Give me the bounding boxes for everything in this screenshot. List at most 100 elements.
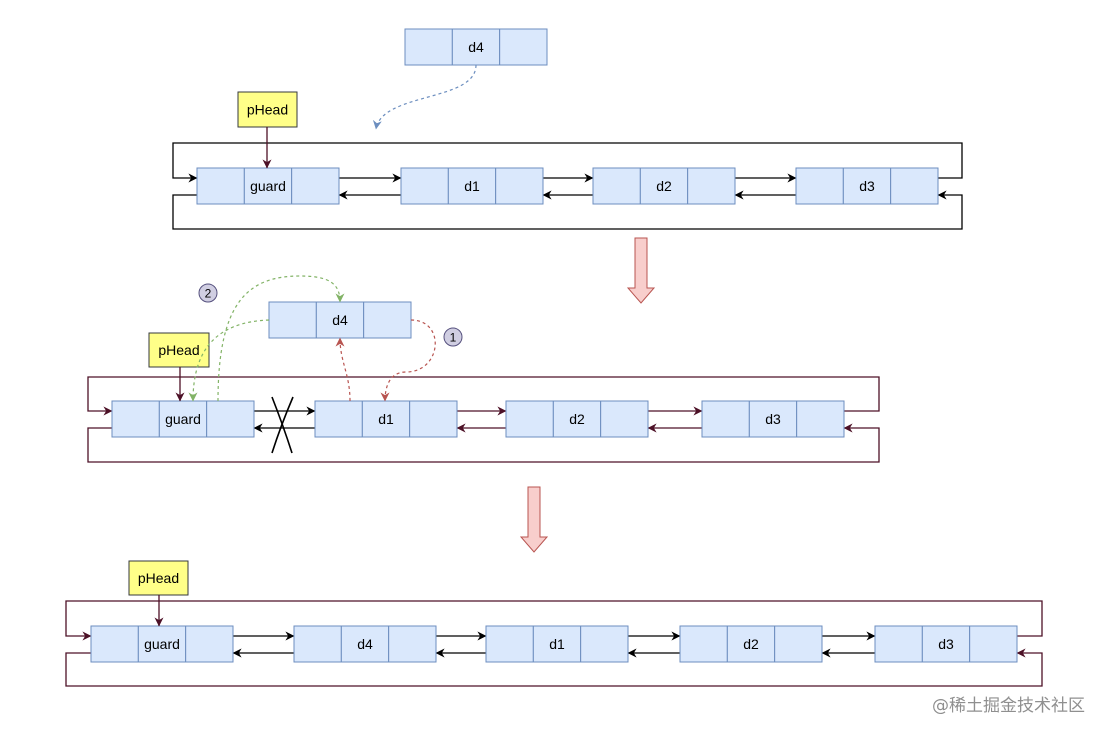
- data-cell: [447, 167, 497, 205]
- prev-cell: [592, 167, 641, 205]
- prev-cell: [701, 400, 750, 438]
- head-pointer: pHead: [148, 332, 210, 402]
- transition-arrow-icon: [626, 237, 656, 304]
- node-label: guard: [250, 178, 286, 194]
- node-label: d2: [656, 178, 672, 194]
- data-cell: [921, 625, 971, 663]
- cross-stroke: [271, 396, 294, 454]
- next-cell: [796, 400, 845, 438]
- list-node: d1: [314, 400, 458, 438]
- list-node: d2: [679, 625, 823, 663]
- new-node: d4: [404, 28, 548, 66]
- step-marker-number: 1: [450, 331, 457, 345]
- data-cell: [552, 400, 602, 438]
- next-cell: [890, 167, 939, 205]
- next-cell: [185, 625, 234, 663]
- node-label: d3: [765, 411, 781, 427]
- list-node: d1: [485, 625, 629, 663]
- head-to-tail-link: [65, 648, 1043, 687]
- list-node: d3: [795, 167, 939, 205]
- prev-cell: [268, 301, 317, 339]
- data-cell: [340, 625, 390, 663]
- new-node: d4: [268, 301, 412, 339]
- list-node: d2: [505, 400, 649, 438]
- node-label: d3: [938, 636, 954, 652]
- next-cell: [363, 301, 412, 339]
- data-cell: [748, 400, 798, 438]
- list-node: d3: [701, 400, 845, 438]
- unlinked-cross: [271, 396, 294, 454]
- next-cell: [499, 28, 548, 66]
- prev-cell: [90, 625, 139, 663]
- transition-arrow-icon: [519, 486, 549, 553]
- node-label: guard: [165, 411, 201, 427]
- prev-cell: [505, 400, 554, 438]
- head-pointer-label: pHead: [158, 342, 199, 358]
- stage-linking: guard d1 d2 d3 d4 pHead 2 1: [87, 275, 880, 463]
- tail-to-head-link: [87, 376, 880, 416]
- data-cell: [243, 167, 293, 205]
- prev-cell: [400, 167, 449, 205]
- head-to-tail-link: [172, 190, 963, 230]
- node-label: d4: [468, 39, 484, 55]
- list-node: guard: [196, 167, 340, 205]
- next-cell: [687, 167, 736, 205]
- list-node: d2: [592, 167, 736, 205]
- stage-after: guard d4 d1 d2 d3 pHead: [65, 560, 1043, 687]
- step-one-prev-arrow: [335, 337, 351, 402]
- node-label: d2: [743, 636, 759, 652]
- tail-to-head-link: [65, 600, 1043, 641]
- data-cell: [137, 625, 187, 663]
- head-pointer-label: pHead: [247, 102, 288, 118]
- next-cell: [291, 167, 340, 205]
- stage-before: guard d1 d2 d3 d4 pHead: [172, 28, 963, 230]
- head-pointer-box: [148, 332, 210, 368]
- next-cell: [969, 625, 1018, 663]
- head-pointer: pHead: [237, 91, 298, 169]
- step-marker: 2: [198, 283, 218, 303]
- step-two-next-arrow: [217, 275, 345, 402]
- node-label: d3: [859, 178, 875, 194]
- list-node: guard: [111, 400, 255, 438]
- step-two-prev-arrow: [188, 319, 270, 402]
- list-node: d4: [293, 625, 437, 663]
- node-label: d1: [378, 411, 394, 427]
- tail-to-head-link: [172, 142, 963, 183]
- node-label: d4: [332, 312, 348, 328]
- next-cell: [580, 625, 629, 663]
- prev-cell: [314, 400, 363, 438]
- list-node: d3: [874, 625, 1018, 663]
- list-node: d1: [400, 167, 544, 205]
- prev-cell: [874, 625, 923, 663]
- step-marker: 1: [443, 327, 463, 347]
- head-pointer-box: [237, 91, 298, 128]
- head-pointer: pHead: [128, 560, 189, 627]
- head-pointer-box: [128, 560, 189, 596]
- prev-cell: [111, 400, 160, 438]
- prev-cell: [404, 28, 453, 66]
- next-cell: [206, 400, 255, 438]
- data-cell: [361, 400, 411, 438]
- prev-cell: [795, 167, 844, 205]
- insert-move-arrow: [372, 64, 477, 130]
- node-label: d4: [357, 636, 373, 652]
- prev-cell: [485, 625, 534, 663]
- head-pointer-label: pHead: [138, 570, 179, 586]
- watermark: @稀土掘金技术社区: [932, 696, 1085, 716]
- node-label: guard: [144, 636, 180, 652]
- prev-cell: [679, 625, 728, 663]
- next-cell: [409, 400, 458, 438]
- next-cell: [600, 400, 649, 438]
- next-cell: [388, 625, 437, 663]
- data-cell: [726, 625, 776, 663]
- step-one-next-arrow: [380, 319, 436, 402]
- list-node: guard: [90, 625, 234, 663]
- node-label: d2: [569, 411, 585, 427]
- data-cell: [532, 625, 582, 663]
- node-label: d1: [464, 178, 480, 194]
- prev-cell: [196, 167, 245, 205]
- head-to-tail-link: [87, 423, 880, 463]
- step-marker-circle: [443, 327, 463, 347]
- step-marker-circle: [198, 283, 218, 303]
